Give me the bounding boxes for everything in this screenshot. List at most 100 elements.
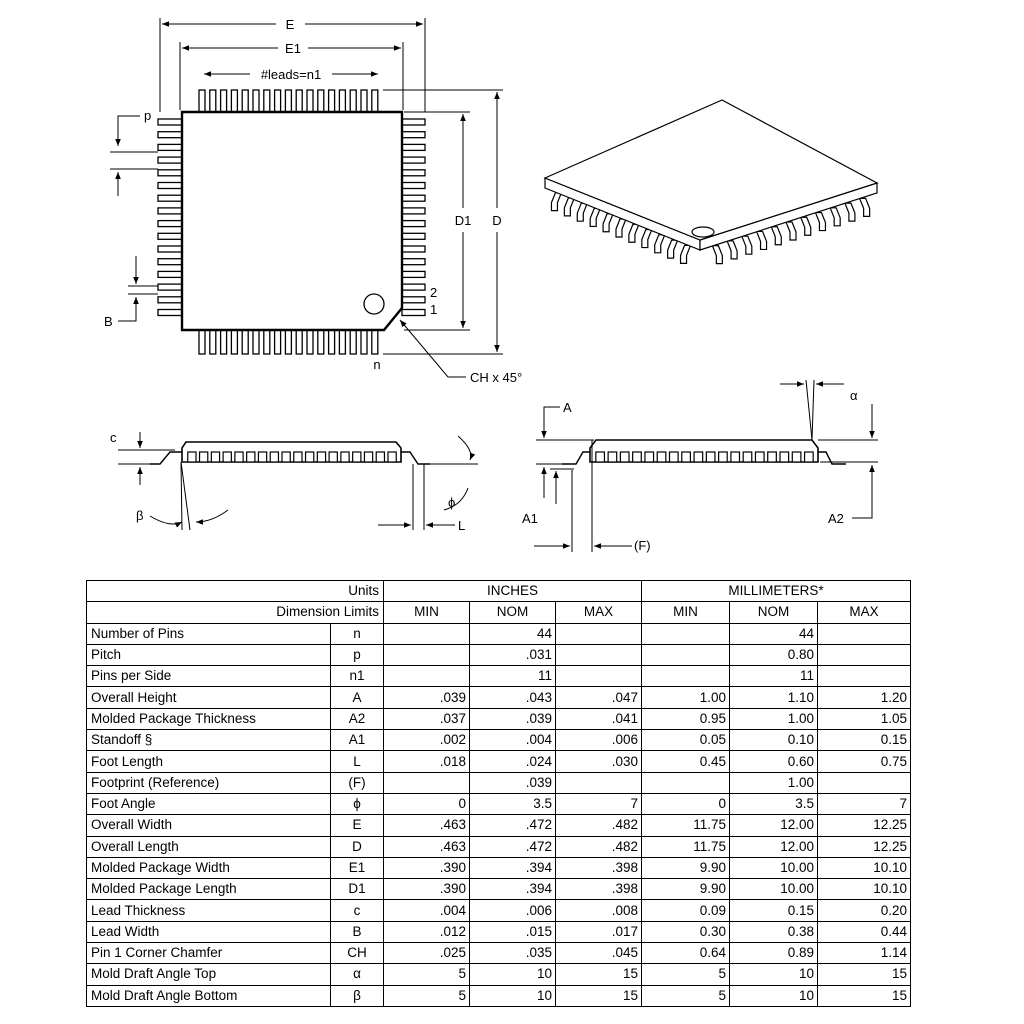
label-a: A <box>563 400 572 415</box>
inches-header: INCHES <box>383 579 643 603</box>
pin <box>157 207 183 215</box>
row-symbol: D <box>329 835 385 858</box>
iso-lead <box>799 216 812 236</box>
lead-tooth <box>705 451 716 463</box>
pin <box>401 219 426 228</box>
lead-tooth <box>352 451 362 463</box>
label-pin2: 2 <box>430 285 437 300</box>
pin <box>284 89 293 113</box>
row-dimension-name: Number of Pins <box>86 622 331 645</box>
lead-tooth <box>269 451 280 463</box>
cell-mm-nom: 1.00 <box>729 771 819 794</box>
cell-mm-min: 0.30 <box>641 920 731 944</box>
lead-tooth <box>668 451 679 463</box>
col-header: MIN <box>383 601 471 624</box>
pin <box>401 194 426 202</box>
pin <box>157 296 183 304</box>
label-d1: D1 <box>455 213 472 228</box>
beta-line-2 <box>180 461 183 531</box>
label-alpha: α <box>850 388 858 403</box>
side-lead-left <box>150 451 182 465</box>
cell-in-min <box>383 665 471 688</box>
cell-mm-nom: 1.10 <box>729 686 819 709</box>
iso-lead <box>829 207 841 227</box>
label-chamfer: CH x 45° <box>470 370 522 385</box>
beta-arc <box>149 515 183 528</box>
cell-mm-max: 12.25 <box>817 835 912 858</box>
lead-tooth <box>304 451 315 463</box>
pin <box>349 89 357 113</box>
row-symbol: n1 <box>329 665 385 688</box>
cell-in-nom: 11 <box>469 665 557 688</box>
row-symbol: E1 <box>329 856 385 880</box>
lead-tooth <box>803 451 814 463</box>
pin <box>327 329 336 355</box>
lead-tooth <box>779 451 790 463</box>
label-l: L <box>458 518 465 533</box>
cell-mm-nom: 0.60 <box>729 750 819 773</box>
cell-in-max: .398 <box>555 878 643 901</box>
label-f: (F) <box>634 538 651 553</box>
cell-in-max <box>555 771 643 794</box>
pin <box>157 118 183 126</box>
cell-in-min <box>383 622 471 645</box>
lead-tooth <box>681 451 691 463</box>
pin <box>371 329 379 355</box>
iso-body-top <box>543 99 879 241</box>
cell-mm-max <box>817 771 912 794</box>
iso-lead <box>814 211 827 232</box>
row-dimension-name: Mold Draft Angle Top <box>86 963 331 986</box>
iso-lead <box>589 207 602 228</box>
iso-lead <box>576 202 589 222</box>
row-dimension-name: Foot Angle <box>86 792 331 816</box>
pin <box>157 143 183 152</box>
mm-header: MILLIMETERS* <box>641 579 912 603</box>
cell-in-max: .008 <box>555 899 643 922</box>
col-header: MAX <box>817 601 912 624</box>
lead-tooth <box>340 451 350 463</box>
iso-lead <box>844 202 856 222</box>
cell-mm-nom: 3.5 <box>729 792 819 816</box>
iso-lead <box>755 230 768 251</box>
iso-lead <box>654 234 666 254</box>
cell-mm-nom: 10.00 <box>729 856 819 880</box>
cell-mm-min: 0.05 <box>641 729 731 752</box>
side-view-left-labels: c β ϕ L <box>110 430 465 533</box>
cell-mm-max: 1.20 <box>817 686 912 709</box>
cell-mm-min <box>641 622 731 645</box>
pin <box>157 258 183 266</box>
iso-lead <box>550 192 563 212</box>
pin <box>157 308 183 317</box>
row-dimension-name: Overall Length <box>86 835 331 858</box>
side-view-left <box>118 432 478 531</box>
lead-tooth <box>632 451 642 463</box>
iso-lead <box>770 226 782 246</box>
lead-tooth <box>791 451 802 463</box>
col-header: NOM <box>469 601 557 624</box>
cell-mm-max: 0.44 <box>817 920 912 944</box>
cell-in-max: .482 <box>555 835 643 858</box>
cell-in-nom: .004 <box>469 729 557 752</box>
pins-right <box>401 118 426 317</box>
row-dimension-name: Molded Package Width <box>86 856 331 880</box>
lead-tooth <box>293 451 303 463</box>
pin <box>157 270 183 279</box>
pin <box>263 89 271 113</box>
row-dimension-name: Foot Length <box>86 750 331 773</box>
cell-mm-min: 1.00 <box>641 686 731 709</box>
iso-leads-right <box>711 197 871 265</box>
lead-tooth <box>198 451 209 463</box>
iso-lead <box>563 197 576 217</box>
cell-mm-min: 9.90 <box>641 878 731 901</box>
header-row-limits: Dimension Limits MIN NOM MAX MIN NOM MAX <box>85 601 912 624</box>
pin <box>371 89 379 113</box>
cell-mm-min <box>641 643 731 667</box>
cell-mm-max: 12.25 <box>817 814 912 837</box>
lead-tooth <box>742 451 753 463</box>
pin <box>198 89 206 113</box>
lead-tooth <box>693 451 704 463</box>
